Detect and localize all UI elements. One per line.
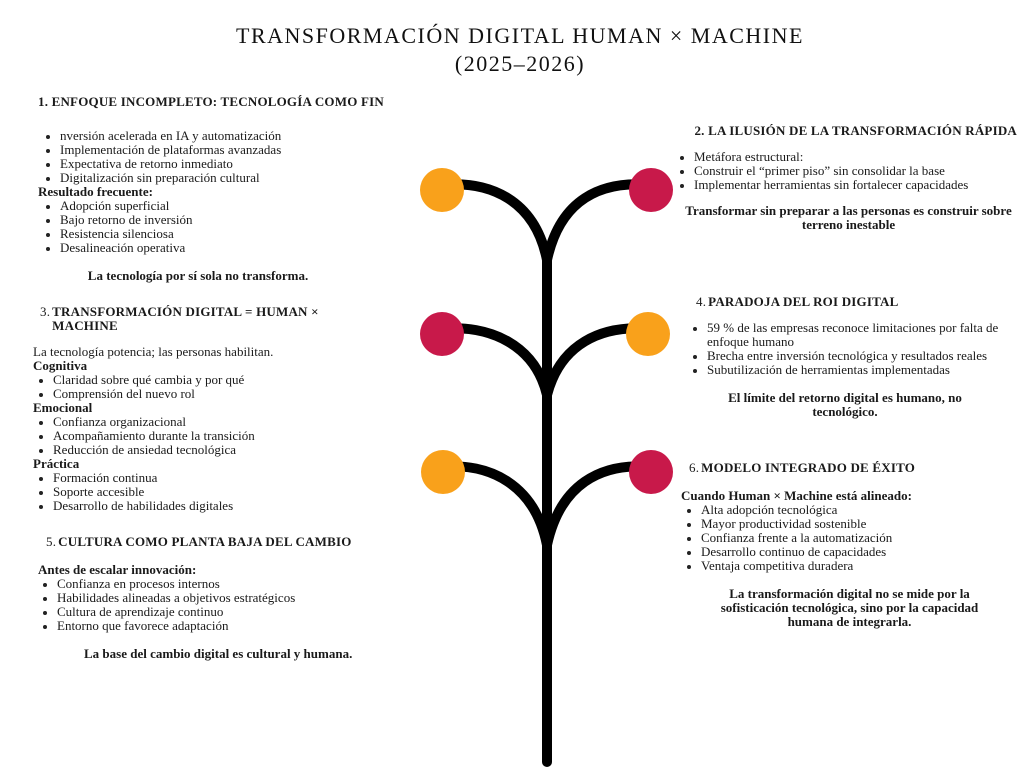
group-list-emocional: Confianza organizacional Acompañamiento …	[33, 415, 373, 457]
list-item: Ventaja competitiva duradera	[687, 559, 1016, 573]
section-4-number: 4.	[696, 294, 707, 309]
list-item: Bajo retorno de inversión	[46, 213, 398, 227]
list-item: 59 % de las empresas reconoce limitacion…	[693, 321, 1015, 349]
group-list-cognitiva: Claridad sobre qué cambia y por qué Comp…	[33, 373, 373, 401]
list-item: Metáfora estructural:	[680, 150, 1017, 164]
section-1-heading: 1. ENFOQUE INCOMPLETO: TECNOLOGÍA COMO F…	[38, 94, 384, 109]
list-item: Habilidades alineadas a objetivos estrat…	[43, 591, 408, 605]
group-label-emocional: Emocional	[33, 400, 93, 415]
section-1-list: nversión acelerada en IA y automatizació…	[38, 129, 398, 185]
title-line-2: (2025–2026)	[454, 51, 586, 76]
section-4-title: PARADOJA DEL ROI DIGITAL	[708, 294, 899, 309]
node-circle-right-2	[626, 312, 670, 356]
list-item: Formación continua	[39, 471, 373, 485]
node-circle-right-3	[629, 450, 673, 494]
node-circle-left-3	[421, 450, 465, 494]
list-item: Mayor productividad sostenible	[687, 517, 1016, 531]
section-4-heading: 4.PARADOJA DEL ROI DIGITAL	[680, 295, 1015, 309]
section-6-quote: La transformación digital no se mide por…	[720, 586, 979, 629]
list-item: Claridad sobre qué cambia y por qué	[39, 373, 373, 387]
section-6: 6.MODELO INTEGRADO DE ÉXITO Cuando Human…	[681, 461, 1016, 629]
node-circle-left-2	[420, 312, 464, 356]
section-4: 4.PARADOJA DEL ROI DIGITAL 59 % de las e…	[680, 295, 1015, 419]
section-2-heading: 2. LA ILUSIÓN DE LA TRANSFORMACIÓN RÁPID…	[694, 123, 1017, 138]
group-label-cognitiva: Cognitiva	[33, 358, 88, 373]
list-item: Soporte accesible	[39, 485, 373, 499]
section-6-sub-label: Cuando Human × Machine está alineado:	[681, 488, 912, 503]
list-item: Comprensión del nuevo rol	[39, 387, 373, 401]
list-item: Digitalización sin preparación cultural	[46, 171, 398, 185]
section-5-quote: La base del cambio digital es cultural y…	[84, 646, 353, 661]
section-6-title: MODELO INTEGRADO DE ÉXITO	[701, 460, 916, 475]
group-label-practica: Práctica	[33, 456, 80, 471]
section-1-quote: La tecnología por sí sola no transforma.	[87, 268, 309, 283]
section-3-number: 3.	[40, 304, 51, 319]
list-item: Desarrollo continuo de capacidades	[687, 545, 1016, 559]
section-6-number: 6.	[689, 460, 700, 475]
list-item: Implementar herramientas sin fortalecer …	[680, 178, 1017, 192]
section-3-intro: La tecnología potencia; las personas hab…	[33, 344, 274, 359]
section-5-number: 5.	[46, 534, 57, 549]
section-2-quote: Transformar sin preparar a las personas …	[685, 203, 1012, 232]
page-title: TRANSFORMACIÓN DIGITAL HUMAN × MACHINE (…	[0, 22, 1024, 78]
section-5-sub-label: Antes de escalar innovación:	[38, 562, 197, 577]
list-item: Desarrollo de habilidades digitales	[39, 499, 373, 513]
list-item: Expectativa de retorno inmediato	[46, 157, 398, 171]
section-1: 1. ENFOQUE INCOMPLETO: TECNOLOGÍA COMO F…	[38, 95, 398, 283]
node-circle-left-1	[420, 168, 464, 212]
list-item: Implementación de plataformas avanzadas	[46, 143, 398, 157]
list-item: Confianza en procesos internos	[43, 577, 408, 591]
section-1-sub-label: Resultado frecuente:	[38, 184, 153, 199]
section-2: 2. LA ILUSIÓN DE LA TRANSFORMACIÓN RÁPID…	[672, 124, 1017, 232]
section-2-list: Metáfora estructural: Construir el “prim…	[672, 150, 1017, 192]
list-item: Reducción de ansiedad tecnológica	[39, 443, 373, 457]
list-item: Resistencia silenciosa	[46, 227, 398, 241]
section-1-sub-list: Adopción superficial Bajo retorno de inv…	[38, 199, 398, 255]
list-item: Desalineación operativa	[46, 241, 398, 255]
section-3-title: TRANSFORMACIÓN DIGITAL = HUMAN × MACHINE	[52, 304, 319, 333]
node-circle-right-1	[629, 168, 673, 212]
section-3-heading: 3. TRANSFORMACIÓN DIGITAL = HUMAN × MACH…	[33, 305, 373, 333]
list-item: Brecha entre inversión tecnológica y res…	[693, 349, 1015, 363]
list-item: nversión acelerada en IA y automatizació…	[46, 129, 398, 143]
list-item: Entorno que favorece adaptación	[43, 619, 408, 633]
section-6-heading: 6.MODELO INTEGRADO DE ÉXITO	[681, 461, 1016, 475]
list-item: Confianza organizacional	[39, 415, 373, 429]
section-6-list: Alta adopción tecnológica Mayor producti…	[681, 503, 1016, 573]
list-item: Acompañamiento durante la transición	[39, 429, 373, 443]
section-4-list: 59 % de las empresas reconoce limitacion…	[680, 321, 1015, 377]
list-item: Adopción superficial	[46, 199, 398, 213]
list-item: Construir el “primer piso” sin consolida…	[680, 164, 1017, 178]
section-3: 3. TRANSFORMACIÓN DIGITAL = HUMAN × MACH…	[33, 305, 373, 513]
list-item: Cultura de aprendizaje continuo	[43, 605, 408, 619]
list-item: Confianza frente a la automatización	[687, 531, 1016, 545]
section-5: 5.CULTURA COMO PLANTA BAJA DEL CAMBIO An…	[38, 535, 408, 661]
group-list-practica: Formación continua Soporte accesible Des…	[33, 471, 373, 513]
title-line-1: TRANSFORMACIÓN DIGITAL HUMAN × MACHINE	[236, 23, 804, 48]
section-5-list: Confianza en procesos internos Habilidad…	[38, 577, 408, 633]
section-4-quote: El límite del retorno digital es humano,…	[728, 390, 962, 419]
section-5-heading: 5.CULTURA COMO PLANTA BAJA DEL CAMBIO	[38, 535, 408, 549]
list-item: Alta adopción tecnológica	[687, 503, 1016, 517]
list-item: Subutilización de herramientas implement…	[693, 363, 1015, 377]
section-5-title: CULTURA COMO PLANTA BAJA DEL CAMBIO	[58, 534, 352, 549]
